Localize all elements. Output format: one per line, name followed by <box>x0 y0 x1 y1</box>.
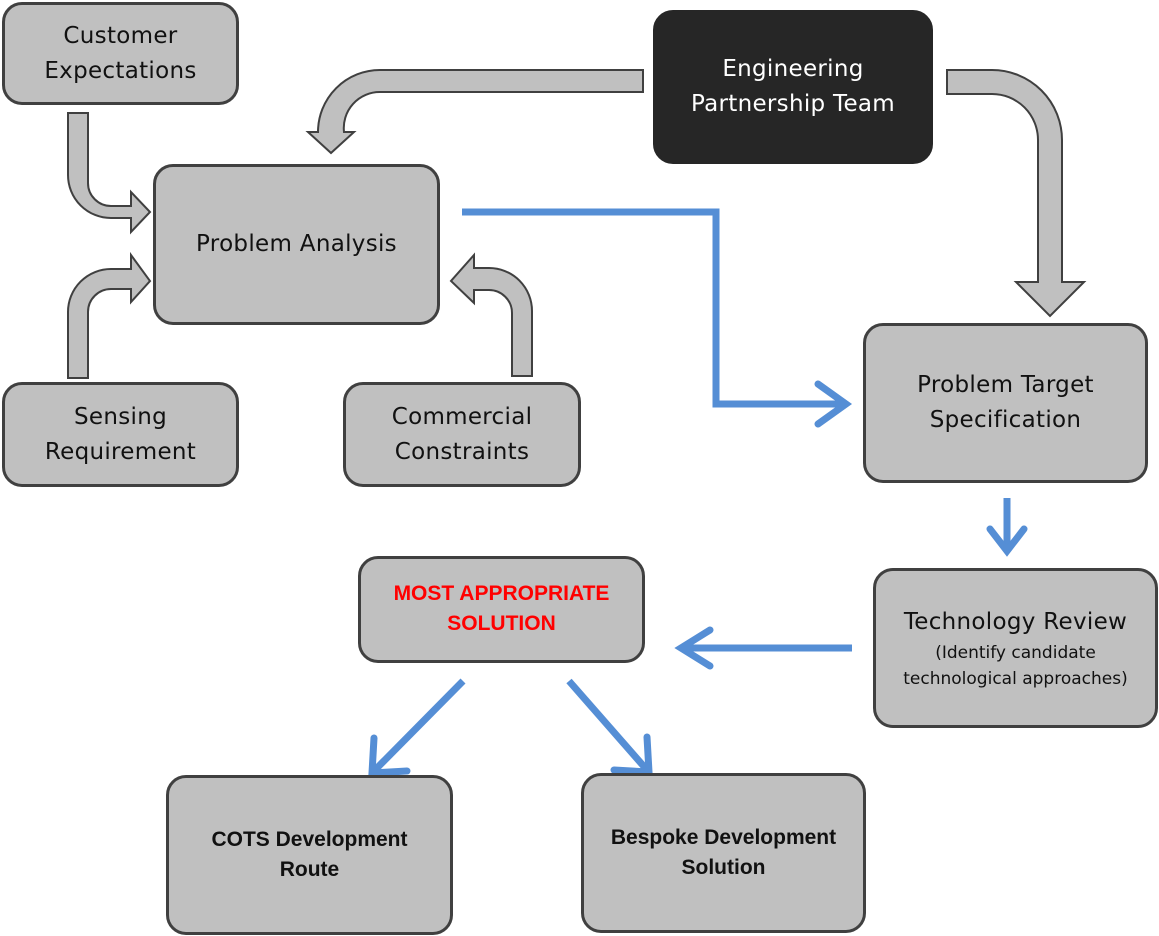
gray-arrow-team-to-target <box>946 69 1087 318</box>
problem-target-specification-node: Problem Target Specification <box>863 323 1148 483</box>
customer-expectations-node: Customer Expectations <box>2 2 239 105</box>
technology-review-sublabel: (Identify candidate technological approa… <box>903 642 1128 689</box>
commercial-constraints-node: Commercial Constraints <box>343 382 581 487</box>
sensing-requirement-node: Sensing Requirement <box>2 382 239 487</box>
sensing-requirement-label: Sensing Requirement <box>44 403 197 465</box>
blue-arrow-solution-to-cots <box>371 678 466 774</box>
problem-target-specification-label: Problem Target Specification <box>917 372 1094 433</box>
cots-development-route-node: COTS Development Route <box>166 775 453 935</box>
blue-arrowhead-cots <box>368 734 411 777</box>
gray-arrow-team-to-analysis <box>305 69 644 155</box>
gray-arrow-customer-to-analysis <box>67 112 152 235</box>
blue-arrow-analysis-to-target <box>462 208 845 408</box>
blue-arrowhead-bespoke <box>610 733 653 776</box>
cots-development-route-label: COTS Development Route <box>211 828 408 881</box>
gray-arrow-sensing-to-analysis <box>67 251 152 379</box>
most-appropriate-solution-label: MOST APPROPRIATE SOLUTION <box>393 582 610 635</box>
engineering-partnership-team-node: Engineering Partnership Team <box>653 10 933 164</box>
technology-review-node: Technology Review (Identify candidate te… <box>873 568 1158 728</box>
blue-arrowhead-target <box>814 380 853 428</box>
problem-analysis-label: Problem Analysis <box>196 231 397 257</box>
customer-expectations-label: Customer Expectations <box>44 22 197 84</box>
commercial-constraints-label: Commercial Constraints <box>391 403 533 465</box>
problem-analysis-node: Problem Analysis <box>153 164 440 325</box>
engineering-partnership-team-label: Engineering Partnership Team <box>690 56 896 117</box>
blue-arrowhead-review <box>986 525 1028 557</box>
bespoke-development-solution-node: Bespoke Development Solution <box>581 773 866 933</box>
gray-arrow-commercial-to-analysis <box>449 252 533 377</box>
bespoke-development-solution-label: Bespoke Development Solution <box>610 826 837 879</box>
blue-arrowhead-solution <box>674 626 714 670</box>
blue-arrow-solution-to-bespoke <box>566 678 650 773</box>
technology-review-label: Technology Review <box>903 608 1128 635</box>
most-appropriate-solution-node: MOST APPROPRIATE SOLUTION <box>358 556 645 663</box>
